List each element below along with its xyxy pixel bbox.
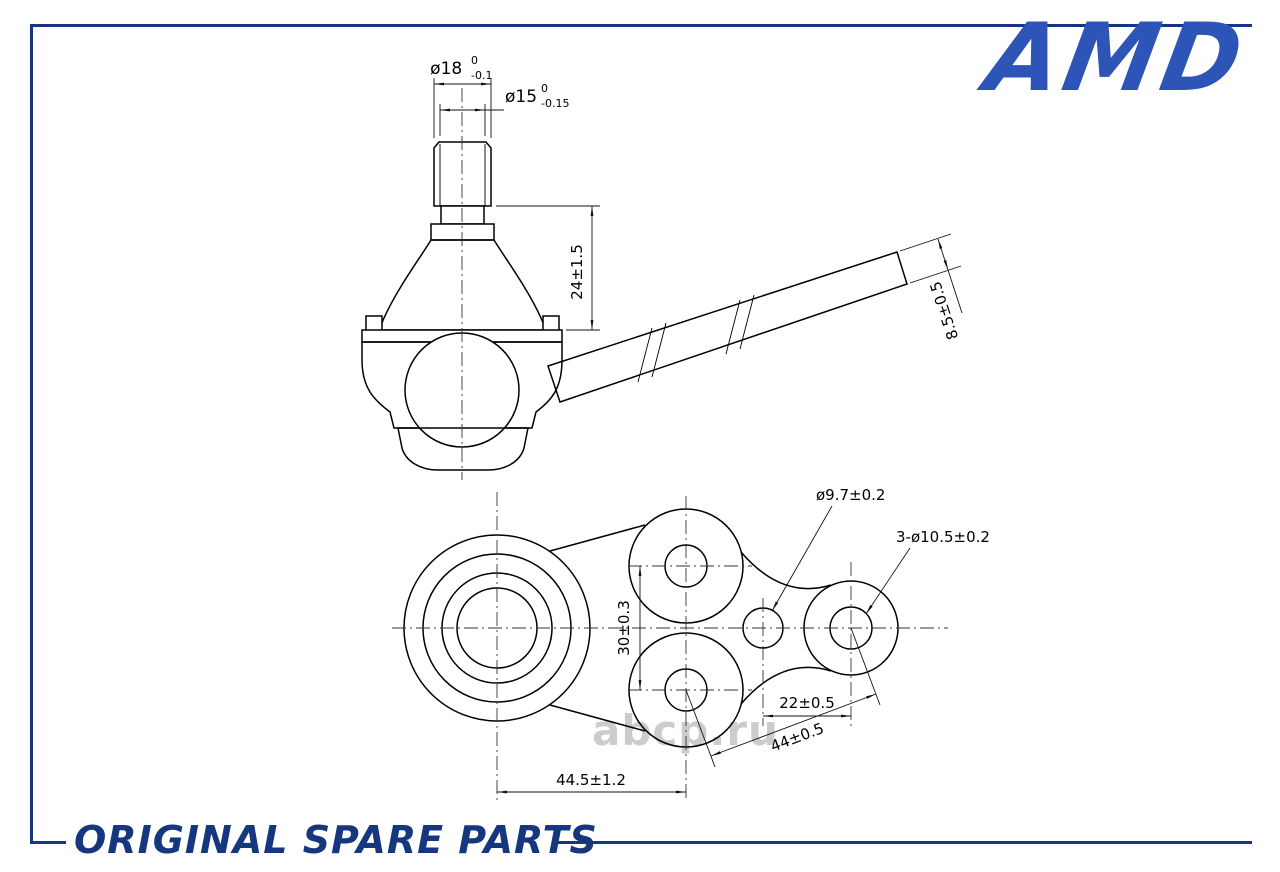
- centerlines: [392, 88, 948, 802]
- frame-bottom-border-left: [30, 841, 66, 844]
- bottom-cap: [397, 427, 529, 471]
- dim-22-label: 22±0.5: [779, 694, 835, 712]
- arm-break-mark-1: [637, 322, 667, 383]
- footer-slogan: ORIGINAL SPARE PARTS: [74, 818, 598, 862]
- dim-44-label: 44±0.5: [768, 719, 826, 755]
- dust-boot: [377, 239, 548, 331]
- leader-pilot-hole: ø9.7±0.2: [771, 486, 885, 612]
- plate-fillet-top-right: [740, 551, 832, 590]
- dim-stud-major-label: ø18 0 -0.1: [430, 50, 492, 82]
- dim-ball-center-to-bolt-hole: 44.5±1.2: [497, 771, 686, 794]
- side-view: [361, 141, 908, 471]
- plate-outline-bottom: [549, 704, 646, 732]
- stud-thread: [433, 141, 492, 207]
- frame-left-border: [30, 24, 33, 844]
- dim-arm-thickness-label: 8.5±0.5: [926, 279, 962, 342]
- lever-arm: [547, 251, 908, 403]
- dim-taper-length-label: 24±1.5: [568, 244, 586, 300]
- dim-bolt-holes-label: 3-ø10.5±0.2: [896, 528, 990, 546]
- dim-stud-major-diameter: ø18 0 -0.1: [430, 50, 492, 138]
- stud-groove: [440, 205, 485, 225]
- boot-clamp-left: [365, 315, 383, 332]
- leader-bolt-holes: 3-ø10.5±0.2: [865, 528, 990, 615]
- dim-pilot-to-bolt-hole: 22±0.5: [763, 694, 851, 718]
- dim-pilot-hole-label: ø9.7±0.2: [816, 486, 885, 504]
- frame-top-border: [30, 24, 1252, 27]
- frame-bottom-border-right: [556, 841, 1252, 844]
- stud-collar: [430, 223, 495, 241]
- arm-break-mark-2: [725, 294, 755, 355]
- dim-taper-length: 24±1.5: [496, 205, 600, 331]
- brand-logo: AMD: [978, 4, 1254, 113]
- dim-stud-thread-label: ø15 0 -0.15: [505, 78, 569, 110]
- boot-clamp-right: [542, 315, 560, 332]
- dim-bolt-hole-vertical-spacing: 30±0.3: [615, 566, 642, 690]
- plate-outline-top: [549, 524, 646, 552]
- dim-44-5-label: 44.5±1.2: [556, 771, 626, 789]
- dim-stud-thread-diameter: ø15 0 -0.15: [439, 78, 569, 136]
- dim-arm-thickness: 8.5±0.5: [899, 233, 963, 342]
- dim-30-label: 30±0.3: [615, 600, 633, 656]
